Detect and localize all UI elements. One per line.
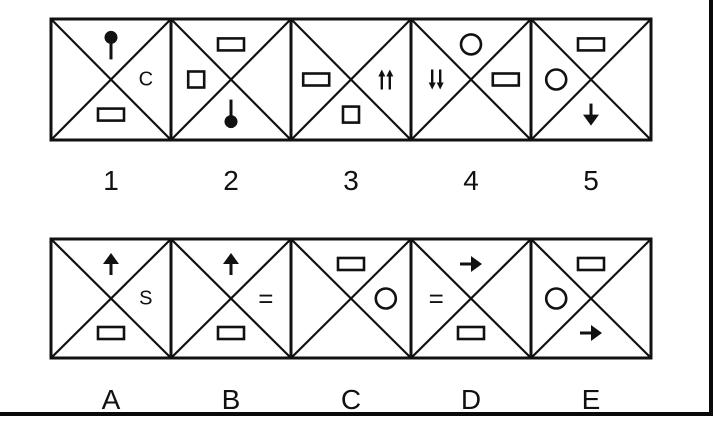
arrow-head	[436, 82, 444, 90]
double-arrow-down-icon	[428, 69, 444, 90]
image-edge-right	[709, 0, 713, 416]
figure-label: A	[102, 384, 121, 415]
arrow-up-icon	[103, 252, 119, 275]
figure-symbol-text: =	[429, 284, 444, 314]
rectangle-shape	[301, 72, 331, 87]
square-shape	[341, 105, 361, 124]
rectangle-icon	[456, 325, 486, 341]
figure-5: 5	[529, 17, 653, 196]
figure-label: 2	[223, 165, 239, 196]
diagonal-line	[50, 18, 172, 141]
figure-box	[529, 17, 653, 142]
square-icon	[186, 70, 206, 89]
rectangle-shape	[336, 256, 366, 272]
figure-label: D	[461, 384, 481, 415]
rectangle-shape	[576, 256, 606, 272]
diagonal-line	[170, 18, 292, 141]
diagonal-line	[410, 18, 532, 141]
diagonal-line	[290, 238, 412, 359]
arrow-head	[428, 82, 436, 90]
figure-3: 3	[289, 17, 413, 196]
arrow-head	[223, 252, 239, 264]
figure-box	[529, 237, 653, 360]
rectangle-icon	[216, 325, 246, 341]
figure-symbol-text: C	[139, 69, 153, 91]
rectangle-icon	[96, 325, 126, 341]
diagonal-line	[170, 238, 292, 359]
diagonal-line	[290, 18, 412, 141]
rectangle-icon	[96, 107, 126, 122]
figure-2: 2	[169, 17, 293, 196]
arrow-right-icon	[580, 325, 602, 342]
circle-shape	[374, 287, 398, 310]
arrow-head	[103, 252, 119, 264]
arrow-right-icon	[460, 255, 482, 272]
figure-1: C1	[49, 17, 173, 196]
figure-B: =B	[169, 237, 293, 415]
diagonal-line	[530, 238, 652, 359]
figure-A: SA	[49, 237, 173, 415]
arrow-down-icon	[583, 103, 599, 126]
figure-label: 1	[103, 165, 119, 196]
square-shape	[186, 70, 206, 89]
rectangle-shape	[576, 37, 606, 52]
pin-up-icon	[104, 30, 118, 60]
figure-label: E	[582, 384, 601, 415]
rectangle-shape	[456, 325, 486, 341]
circle-icon	[459, 33, 483, 56]
rectangle-icon	[301, 72, 331, 87]
rectangle-shape	[96, 325, 126, 341]
rectangle-shape	[216, 325, 246, 341]
rectangle-icon	[576, 37, 606, 52]
arrow-head	[378, 69, 386, 77]
figure-label: 5	[583, 165, 599, 196]
rectangle-icon	[576, 256, 606, 272]
figure-label: B	[222, 384, 241, 415]
arrow-up-icon	[223, 252, 239, 275]
figure-E: E	[529, 237, 653, 415]
pin-down-icon	[224, 99, 238, 129]
circle-icon	[544, 287, 568, 310]
rectangle-icon	[216, 37, 246, 52]
circle-icon	[544, 68, 568, 91]
figure-C: C	[289, 237, 413, 415]
pin-head	[224, 115, 238, 129]
image-edge-bottom	[0, 412, 713, 416]
square-icon	[341, 105, 361, 124]
figure-4: 4	[409, 17, 533, 196]
circle-shape	[459, 33, 483, 56]
pin-head	[104, 30, 118, 44]
figure-label: C	[341, 384, 361, 415]
figure-symbol-text: S	[139, 288, 152, 310]
diagonal-line	[410, 238, 532, 359]
figure-symbol-text: =	[258, 284, 273, 314]
circle-shape	[544, 68, 568, 91]
figure-label: 3	[343, 165, 359, 196]
rectangle-icon	[491, 72, 521, 87]
arrow-head	[386, 69, 394, 77]
figure-D: =D	[409, 237, 533, 415]
diagonal-line	[50, 238, 172, 359]
circle-icon	[374, 287, 398, 310]
arrow-head	[583, 114, 599, 126]
figure-label: 4	[463, 165, 479, 196]
rectangle-icon	[336, 256, 366, 272]
rectangle-shape	[216, 37, 246, 52]
circle-shape	[544, 287, 568, 310]
double-arrow-up-icon	[378, 69, 394, 90]
diagonal-line	[530, 18, 652, 141]
rectangle-shape	[491, 72, 521, 87]
arrow-head	[471, 255, 482, 272]
rectangle-shape	[96, 107, 126, 122]
arrow-head	[591, 325, 602, 342]
